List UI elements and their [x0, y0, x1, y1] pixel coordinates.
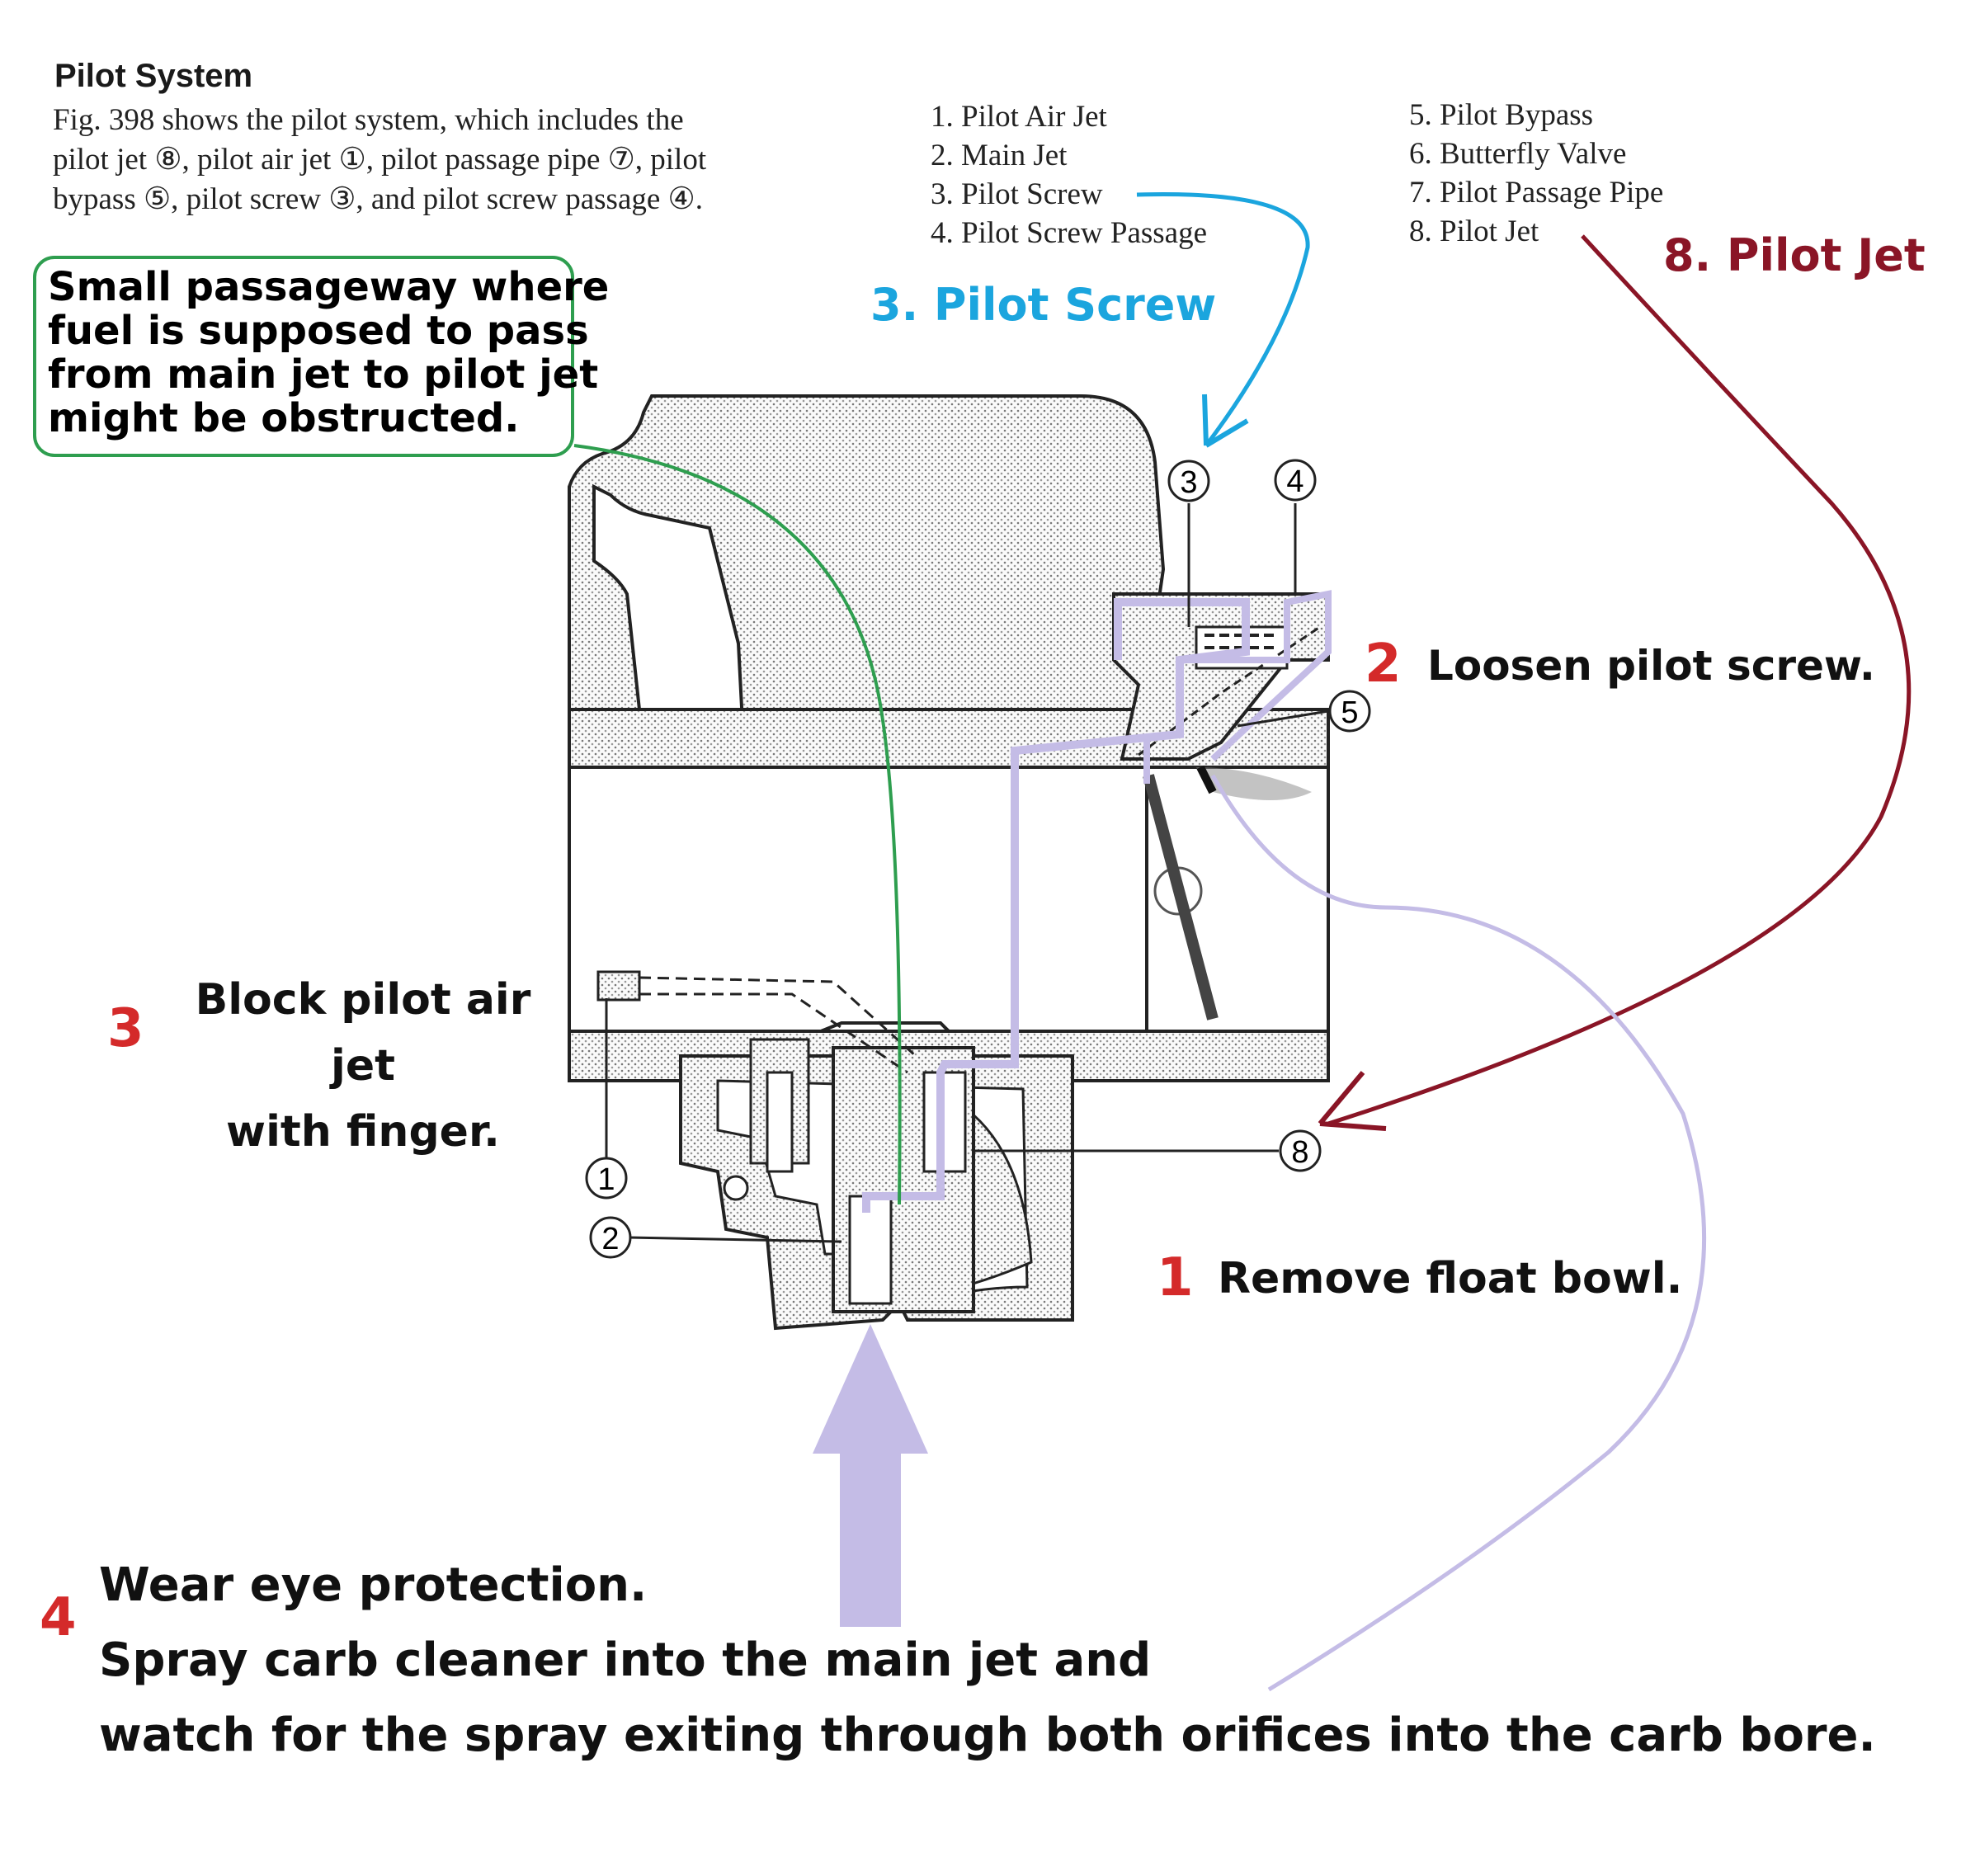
- spray-arrow: [813, 1324, 928, 1627]
- pilot-passage-highlight: [862, 598, 1250, 1213]
- step-2-number: 2: [1365, 634, 1402, 695]
- spray-exit-curve: [1210, 774, 1707, 1692]
- note-line: from main jet to pilot jet: [48, 351, 599, 398]
- legend-item: 2. Main Jet: [931, 139, 1068, 172]
- marker-3: 3: [1167, 460, 1210, 502]
- step-3-number: 3: [107, 998, 144, 1059]
- legend-item: 8. Pilot Jet: [1409, 214, 1539, 248]
- step-4-line: Wear eye protection.: [99, 1558, 648, 1612]
- step-4-text: Wear eye protection. Spray carb cleaner …: [99, 1548, 1876, 1773]
- marker-2: 2: [589, 1216, 632, 1259]
- pilot-screw-label: 3. Pilot Screw: [870, 279, 1217, 331]
- pilot-jet-label: 8. Pilot Jet: [1663, 229, 1926, 281]
- paragraph-line: pilot jet ⑧, pilot air jet ①, pilot pass…: [53, 143, 707, 177]
- step-1-number: 1: [1157, 1247, 1194, 1308]
- obstruction-note-box: [33, 256, 574, 457]
- spray-cloud: [1196, 767, 1312, 800]
- marker-5: 5: [1328, 690, 1371, 733]
- step-3-text: Block pilot air jet with finger.: [165, 967, 561, 1165]
- float-pivot: [723, 1175, 749, 1201]
- butterfly-valve: [1143, 774, 1219, 1020]
- paragraph-line: Fig. 398 shows the pilot system, which i…: [53, 103, 684, 137]
- step-4-line: Spray carb cleaner into the main jet and: [99, 1633, 1152, 1687]
- marker-4: 4: [1274, 459, 1317, 502]
- legend-item: 6. Butterfly Valve: [1409, 137, 1627, 171]
- legend-item: 3. Pilot Screw: [931, 177, 1103, 211]
- svg-text:5: 5: [1341, 695, 1358, 730]
- step-3-line: with finger.: [226, 1107, 500, 1157]
- note-connector-line: [573, 444, 902, 1205]
- pilot-jet-arrow: [1327, 234, 1912, 1126]
- svg-text:1: 1: [597, 1162, 615, 1197]
- step-2-text: Loosen pilot screw.: [1427, 642, 1875, 690]
- step-4-number: 4: [40, 1587, 77, 1648]
- marker-1: 1: [585, 1157, 628, 1200]
- step-4-line: watch for the spray exiting through both…: [99, 1709, 1876, 1762]
- note-line: Small passageway where: [48, 264, 610, 310]
- carb-bore-opening: [1145, 766, 1330, 1033]
- pilot-screw-arrow: [1136, 192, 1310, 447]
- marker-8: 8: [1279, 1129, 1322, 1172]
- svg-text:3: 3: [1180, 465, 1197, 500]
- description-paragraph: Fig. 398 shows the pilot system, which i…: [53, 101, 853, 219]
- legend-item: 1. Pilot Air Jet: [931, 100, 1107, 134]
- pilot-air-jet: [596, 970, 641, 1002]
- note-line: fuel is supposed to pass: [48, 308, 589, 354]
- step-1-text: Remove float bowl.: [1218, 1254, 1683, 1303]
- paragraph-line: bypass ⑤, pilot screw ③, and pilot screw…: [53, 182, 703, 216]
- step-3-line: Block pilot air jet: [195, 975, 531, 1091]
- parts-legend-left: 1. Pilot Air Jet 2. Main Jet 3. Pilot Sc…: [931, 97, 1207, 252]
- legend-item: 4. Pilot Screw Passage: [931, 216, 1208, 250]
- svg-text:2: 2: [601, 1222, 619, 1256]
- legend-item: 5. Pilot Bypass: [1409, 98, 1594, 132]
- obstruction-note-text: Small passageway where fuel is supposed …: [48, 266, 609, 441]
- legend-item: 7. Pilot Passage Pipe: [1409, 176, 1664, 210]
- svg-text:8: 8: [1291, 1135, 1308, 1170]
- parts-legend-right: 5. Pilot Bypass 6. Butterfly Valve 7. Pi…: [1409, 96, 1663, 251]
- svg-text:4: 4: [1286, 464, 1304, 499]
- section-heading: Pilot System: [54, 58, 253, 94]
- note-line: might be obstructed.: [48, 395, 520, 441]
